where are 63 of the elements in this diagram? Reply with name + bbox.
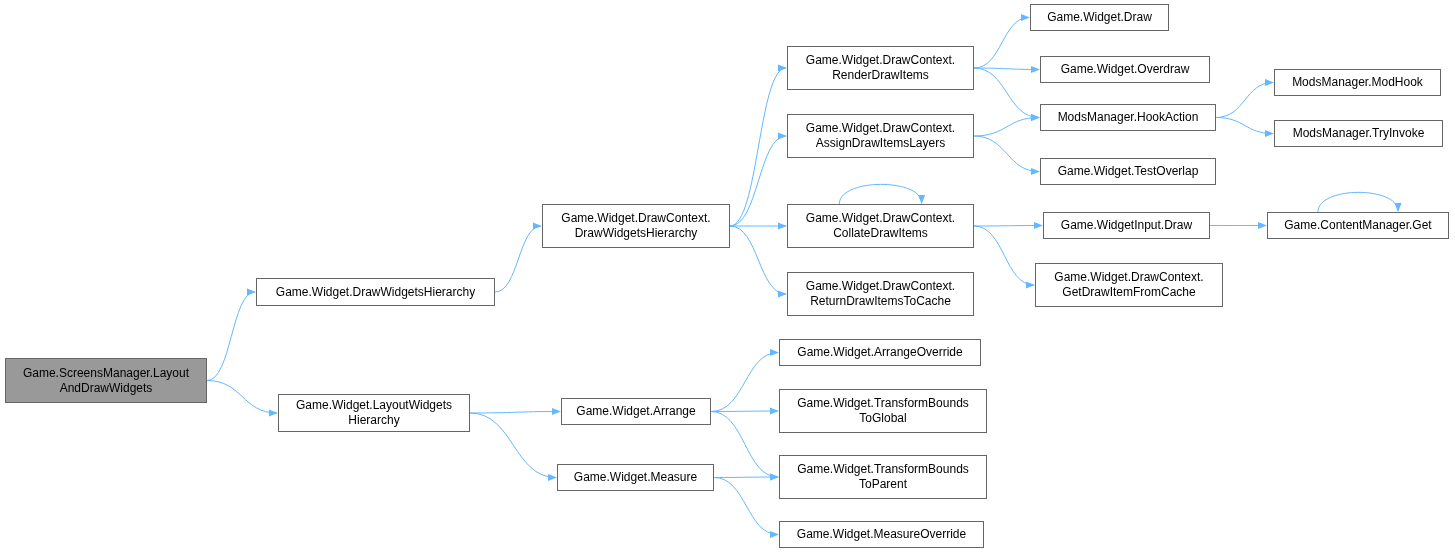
function-name: Game.Widget.DrawContext. GetDrawItemFromCache	[1053, 270, 1205, 300]
arrow	[729, 134, 787, 227]
arrow	[973, 135, 1040, 175]
arrow	[973, 225, 1035, 288]
function-box	[1267, 212, 1449, 239]
function-box	[779, 339, 981, 366]
function-name: Game.Widget.Measure	[573, 470, 698, 485]
arrow	[206, 291, 256, 381]
function-name: Game.Widget.LayoutWidgets Hierarchy	[294, 398, 454, 428]
function-name: ModsManager.ModHook	[1292, 75, 1423, 90]
function-box	[787, 114, 974, 158]
function-box	[787, 46, 974, 90]
function-name: ModsManager.HookAction	[1057, 110, 1199, 125]
function-box	[779, 389, 987, 433]
function-box	[787, 204, 974, 248]
function-box	[1274, 120, 1443, 147]
arrow	[469, 407, 561, 416]
function-name: Game.Widget.ArrangeOverride	[797, 345, 963, 360]
function-box	[1040, 158, 1216, 185]
function-name: Game.Widget.TestOverlap	[1057, 164, 1199, 179]
function-name: Game.Widget.MeasureOverride	[796, 527, 967, 542]
function-box	[278, 394, 470, 432]
function-name: Game.WidgetInput.Draw	[1060, 218, 1193, 233]
function-name: Game.Widget.TransformBounds ToParent	[796, 462, 970, 492]
function-name: Game.Widget.DrawContext. AssignDrawItemsLayers	[804, 121, 957, 151]
arrow	[973, 15, 1030, 69]
arrow	[973, 114, 1040, 137]
function-box	[779, 521, 984, 548]
highlighted-function-box	[5, 358, 207, 403]
function-box	[1274, 69, 1441, 96]
function-box	[1035, 263, 1223, 307]
arrow	[729, 225, 787, 296]
arrow	[494, 224, 542, 293]
function-box	[561, 398, 711, 425]
arrow	[713, 477, 779, 537]
function-name: Game.Widget.Draw	[1047, 10, 1152, 25]
arrow	[1317, 191, 1400, 213]
function-box	[542, 204, 730, 248]
function-name: Game.Widget.DrawWidgetsHierarchy	[275, 284, 476, 300]
function-box	[1030, 4, 1169, 31]
function-box	[1040, 104, 1216, 131]
function-name: Game.Widget.DrawContext. DrawWidgetsHierarchy	[560, 211, 712, 241]
function-name: Game.Widget.DrawContext. CollateDrawItems	[804, 211, 957, 241]
arrow	[206, 380, 278, 416]
arrow	[1209, 221, 1267, 230]
function-name: Game.Widget.Arrange	[576, 404, 696, 419]
function-name: Game.Widget.DrawContext. RenderDrawItems	[804, 53, 957, 83]
function-name: Game.ContentManager.Get	[1284, 218, 1432, 233]
function-name: ModsManager.TryInvoke	[1292, 126, 1425, 141]
function-name: Game.ScreensManager.Layout AndDrawWidgets	[21, 365, 191, 396]
function-box	[779, 455, 987, 499]
function-name: Game.Widget.TransformBounds ToGlobal	[796, 396, 970, 426]
function-box	[1040, 56, 1210, 83]
arrow	[469, 412, 557, 481]
function-name: Game.Widget.DrawContext. ReturnDrawItemsToCache	[804, 279, 957, 309]
function-box	[1043, 212, 1210, 239]
arrow	[838, 183, 923, 205]
function-box	[787, 272, 974, 316]
arrow	[973, 221, 1043, 230]
arrow	[1215, 117, 1274, 137]
function-box	[256, 278, 495, 306]
function-name: Game.Widget.Overdraw	[1060, 62, 1190, 77]
function-box	[557, 464, 714, 491]
